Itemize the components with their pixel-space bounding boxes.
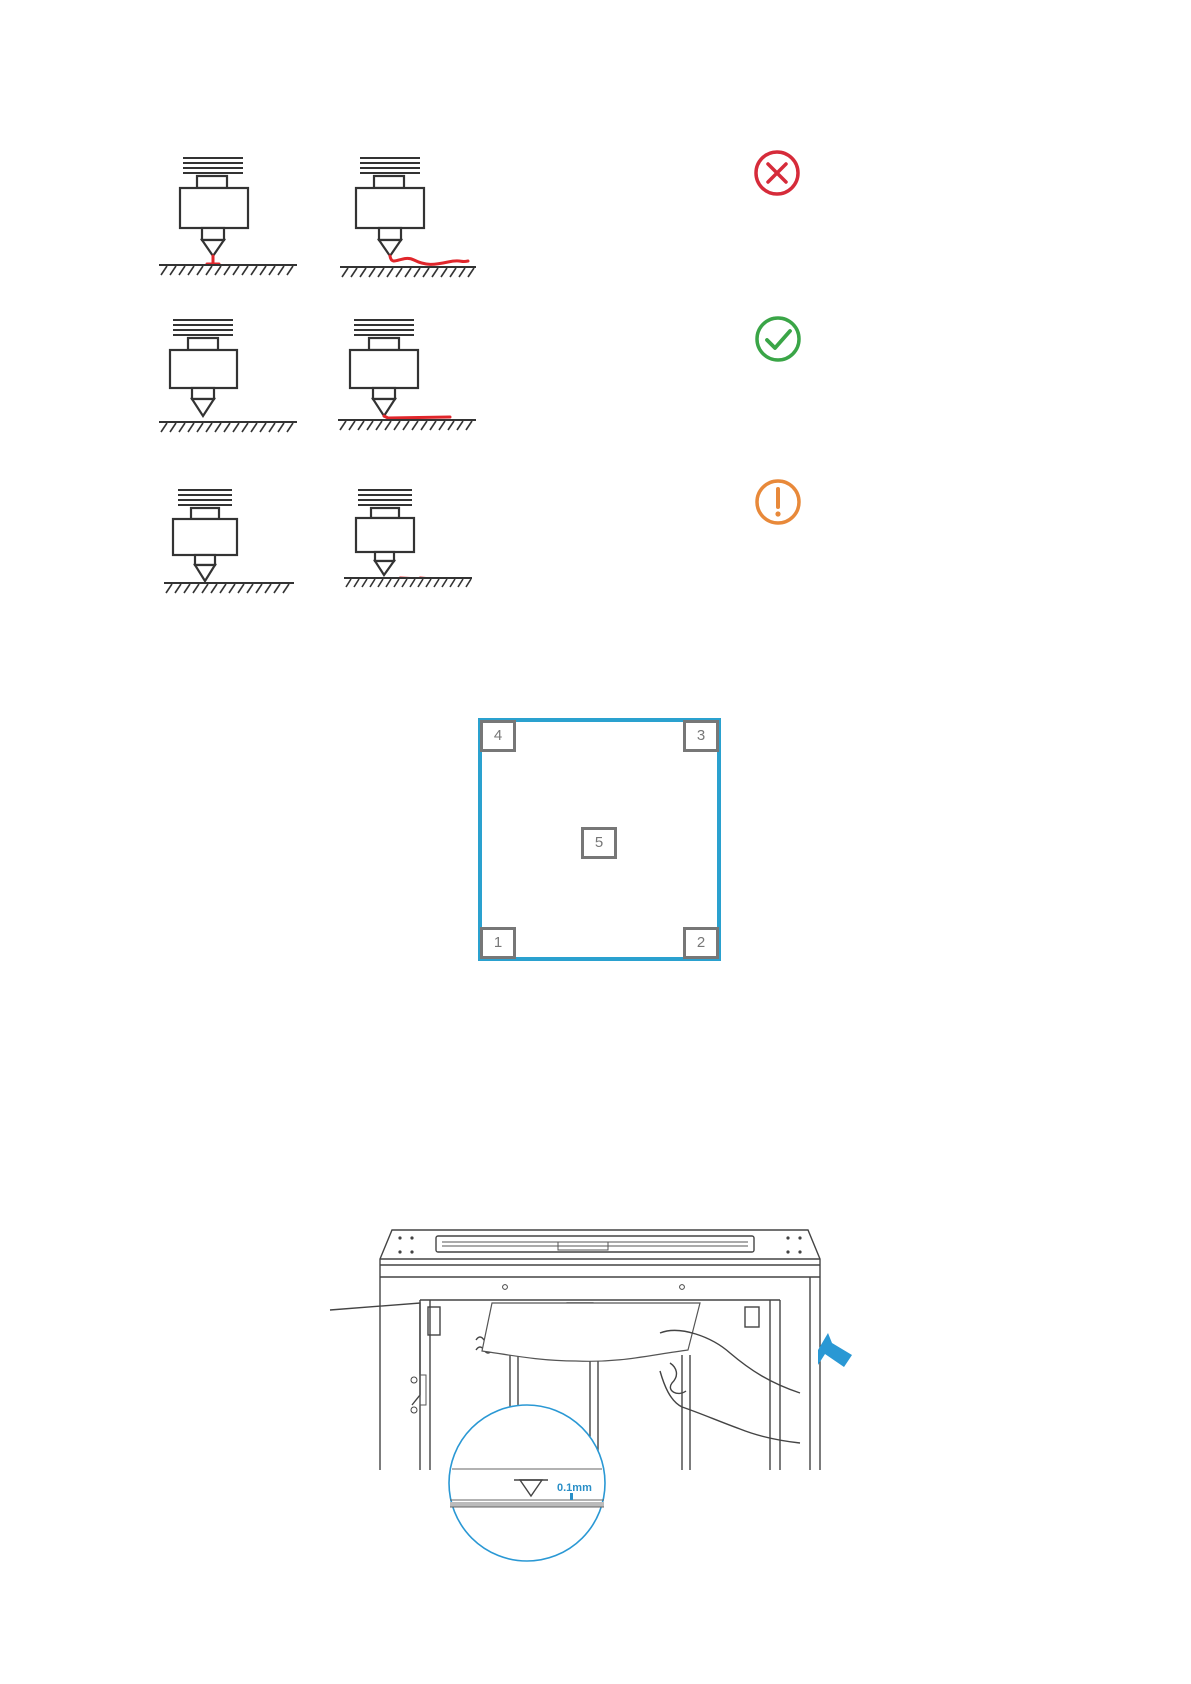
nozzle-tip xyxy=(373,399,395,416)
nozzle-too-far-static xyxy=(158,486,308,596)
nozzle-tip xyxy=(195,565,215,581)
leveling-point-5[interactable]: 5 xyxy=(581,827,617,859)
nozzle-correct-static xyxy=(155,316,305,436)
leveling-point-1[interactable]: 1 xyxy=(480,927,516,959)
nozzle-tip xyxy=(192,399,214,416)
nozzle-gap-magnifier: 0.1mm xyxy=(449,1405,605,1561)
nozzle-too-close-static xyxy=(155,152,305,282)
nozzle-correct-moving xyxy=(330,316,480,436)
leveling-point-4[interactable]: 4 xyxy=(480,720,516,752)
nozzle-heatsink-fins xyxy=(183,158,243,188)
nozzle-heater-block xyxy=(350,350,418,388)
nozzle-heater-block xyxy=(173,519,237,555)
nozzle-tip xyxy=(202,240,224,256)
filament-line xyxy=(207,256,219,264)
paper-test-illustration: 0.1mm xyxy=(320,1215,880,1545)
nozzle-heater-block xyxy=(356,188,424,228)
bed-leveling-map: 4 3 5 1 2 xyxy=(478,718,721,961)
x-circle-icon xyxy=(753,149,801,197)
leveling-point-2[interactable]: 2 xyxy=(683,927,719,959)
gap-label: 0.1mm xyxy=(557,1482,592,1494)
exclamation-circle-icon xyxy=(754,478,802,526)
print-bed-surface xyxy=(159,265,297,275)
nozzle-heater-block xyxy=(356,518,414,552)
filament-line xyxy=(390,256,468,264)
paper-sheet xyxy=(482,1303,700,1361)
nozzle-too-close-moving xyxy=(330,152,480,282)
push-arrow-icon xyxy=(818,1333,852,1367)
nozzle-heater-block xyxy=(170,350,237,388)
check-circle-icon xyxy=(754,315,802,363)
filament-line xyxy=(384,416,450,418)
nozzle-tip xyxy=(375,561,394,575)
nozzle-heater-block xyxy=(180,188,248,228)
nozzle-tip xyxy=(379,240,401,256)
nozzle-too-far-moving xyxy=(340,486,480,591)
leveling-point-3[interactable]: 3 xyxy=(683,720,719,752)
